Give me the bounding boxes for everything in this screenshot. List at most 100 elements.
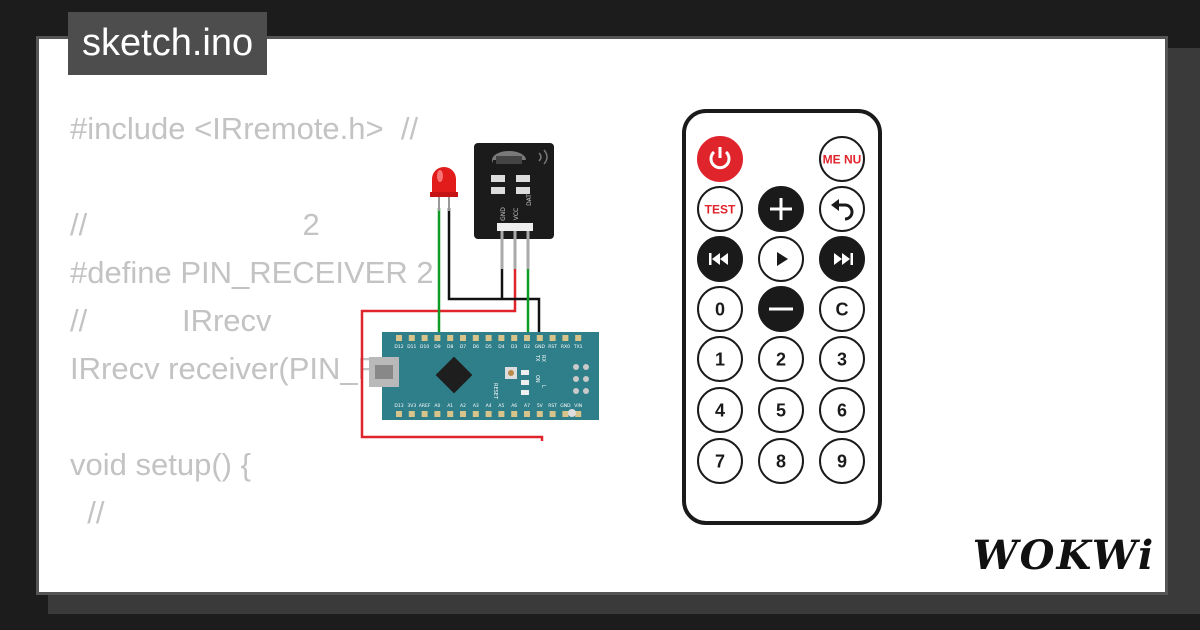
remote-button-5[interactable]: 5	[758, 387, 804, 433]
nano-pin[interactable]	[524, 411, 530, 417]
wires	[360, 208, 544, 441]
nano-pin[interactable]	[434, 335, 441, 341]
code-line: // 2	[70, 207, 320, 242]
remote-button-label: 5	[776, 400, 786, 420]
remote-button-menu[interactable]: ME NU	[819, 136, 865, 182]
remote-button-1[interactable]: 1	[697, 336, 743, 382]
nano-pin[interactable]	[549, 335, 556, 341]
nano-pin[interactable]	[498, 335, 505, 341]
nano-pin-label: A7	[524, 403, 530, 409]
nano-pin-label: D2	[524, 344, 530, 350]
nano-pin-label: A2	[460, 403, 466, 409]
remote-button-label: 7	[715, 451, 725, 471]
remote-button-label: C	[836, 299, 849, 319]
nano-pin[interactable]	[421, 411, 428, 417]
nano-pin-label: D12	[394, 344, 403, 350]
nano-pin[interactable]	[575, 411, 582, 417]
nano-pin-label: RST	[548, 403, 557, 409]
ir-receiver[interactable]: GND VCC DAT	[474, 143, 554, 269]
remote-button-next[interactable]	[819, 236, 865, 282]
nano-pin[interactable]	[549, 411, 556, 417]
nano-pin[interactable]	[447, 335, 454, 341]
remote-button-plus[interactable]	[758, 186, 804, 232]
remote-button-play[interactable]	[758, 236, 804, 282]
remote-button-8[interactable]: 8	[758, 438, 804, 484]
nano-pin[interactable]	[472, 335, 479, 341]
file-tab[interactable]: sketch.ino	[68, 12, 268, 75]
nano-pin-label: D3	[511, 344, 517, 350]
nano-pin[interactable]	[408, 411, 415, 417]
remote-button-3[interactable]: 3	[819, 336, 865, 382]
remote-button-4[interactable]: 4	[697, 387, 743, 433]
nano-pin[interactable]	[460, 335, 466, 341]
nano-pin-label: A4	[486, 403, 492, 409]
nano-pin[interactable]	[472, 411, 479, 417]
remote-button-minus[interactable]	[758, 286, 804, 332]
remote-button-9[interactable]: 9	[819, 438, 865, 484]
nano-pin-label: AREF	[419, 403, 431, 409]
nano-label-reset: RESET	[492, 383, 498, 400]
remote-button-c[interactable]: C	[819, 286, 865, 332]
remote-button-2[interactable]: 2	[758, 336, 804, 382]
remote-button-back[interactable]	[819, 186, 865, 232]
nano-pin-label: 5V	[537, 403, 544, 409]
nano-pin[interactable]	[485, 335, 492, 341]
remote-button-label: 4	[715, 400, 725, 420]
remote-buttons: ME NU TEST 0 C 1 2 3 4 5 6 7 8 9	[697, 136, 865, 484]
nano-label-tx: TX	[534, 354, 540, 362]
remote-button-power[interactable]	[697, 136, 743, 182]
nano-pin[interactable]	[421, 335, 428, 341]
nano-pin-label: A0	[434, 403, 440, 409]
nano-pin[interactable]	[511, 411, 518, 417]
red-led[interactable]	[430, 167, 458, 211]
nano-pin[interactable]	[396, 411, 402, 417]
nano-pin-label: A3	[473, 403, 479, 409]
nano-pin[interactable]	[575, 335, 582, 341]
nano-pin[interactable]	[434, 411, 441, 417]
nano-pin[interactable]	[408, 335, 415, 341]
nano-pin-label: D13	[394, 403, 403, 409]
back-icon	[831, 199, 854, 221]
nano-pin[interactable]	[536, 335, 543, 341]
remote-button-label: 1	[715, 349, 725, 369]
nano-pin[interactable]	[511, 335, 518, 341]
remote-button-7[interactable]: 7	[697, 438, 743, 484]
nano-pin-label: A1	[447, 403, 453, 409]
remote-button-label: 6	[837, 400, 847, 420]
nano-pin[interactable]	[460, 411, 466, 417]
nano-pin-label: D11	[407, 344, 416, 350]
pin-label-gnd: GND	[500, 207, 507, 221]
remote-button-label: 3	[837, 349, 847, 369]
brand-text: WOKWi	[973, 532, 1156, 579]
nano-pin[interactable]	[396, 335, 402, 341]
nano-pin[interactable]	[562, 335, 569, 341]
nano-pin[interactable]	[562, 411, 569, 417]
power-icon	[709, 147, 731, 170]
nano-pin[interactable]	[447, 411, 454, 417]
code-line: // IRrecv	[70, 303, 272, 338]
remote-button-6[interactable]: 6	[819, 387, 865, 433]
nano-pin[interactable]	[485, 411, 492, 417]
nano-pin-label: D6	[473, 344, 479, 350]
remote-button-prev[interactable]	[697, 236, 743, 282]
code-line: void setup() {	[70, 447, 251, 482]
remote-button-test[interactable]: TEST	[697, 186, 743, 232]
nano-pin-label: A5	[498, 403, 504, 409]
remote-button-0[interactable]: 0	[697, 286, 743, 332]
nano-pin-label: D5	[485, 344, 491, 350]
remote-button-label: 8	[776, 451, 786, 471]
remote-button-label: 0	[715, 299, 725, 319]
nano-pin-label: TX1	[573, 344, 583, 350]
nano-pin-label: D10	[420, 344, 429, 350]
nano-pin-label: VIN	[574, 403, 582, 409]
pin-label-vcc: VCC	[513, 208, 520, 220]
play-icon	[777, 252, 788, 266]
nano-pin-label: RX0	[561, 344, 570, 350]
nano-pin[interactable]	[536, 411, 543, 417]
nano-pin[interactable]	[524, 335, 530, 341]
nano-pin-label: D7	[460, 344, 466, 350]
nano-pin[interactable]	[498, 411, 505, 417]
